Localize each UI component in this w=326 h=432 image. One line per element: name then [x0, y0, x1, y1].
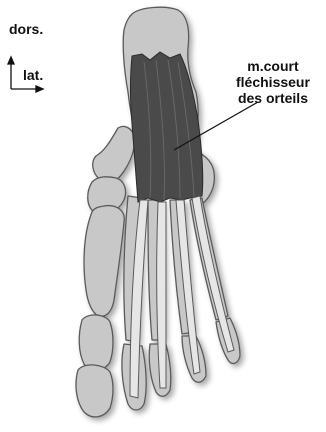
muscle-label-line1: m.court	[236, 58, 310, 74]
flexor-digitorum-brevis-muscle	[131, 52, 203, 202]
lateral-label: lat.	[23, 68, 43, 82]
hallux-proximal-phalanx	[79, 315, 113, 370]
talus-bone	[93, 126, 135, 183]
dorsal-arrowhead	[8, 57, 14, 64]
hallux-distal-phalanx	[76, 365, 113, 417]
tendon-third-toe	[157, 202, 166, 388]
muscle-annotation: m.court fléchisseur des orteils	[236, 58, 310, 106]
first-metatarsal-bone	[84, 206, 124, 317]
dorsal-label: dors.	[9, 22, 43, 36]
tendon-fifth-toe	[192, 196, 234, 352]
muscle-label-line3: des orteils	[236, 90, 310, 106]
lateral-arrowhead	[36, 86, 43, 92]
muscle-label-line2: fléchisseur	[236, 74, 310, 90]
